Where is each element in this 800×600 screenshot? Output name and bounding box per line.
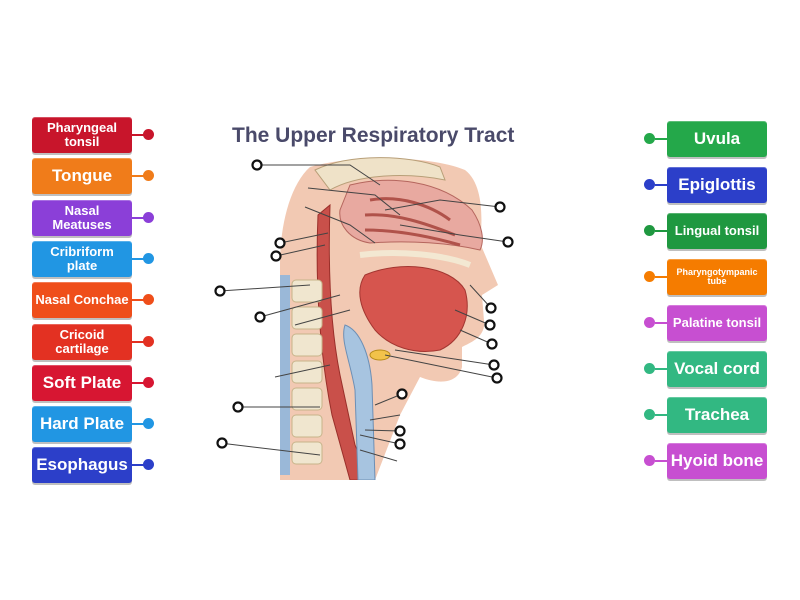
label-connector xyxy=(655,230,667,232)
label-drag-handle[interactable] xyxy=(644,271,655,282)
label-drag-handle[interactable] xyxy=(143,129,154,140)
diagram-title: The Upper Respiratory Tract xyxy=(232,124,515,147)
answer-pins xyxy=(214,159,514,450)
tongue-shape xyxy=(359,266,468,352)
answer-pin[interactable] xyxy=(394,438,406,450)
label-drag-handle[interactable] xyxy=(143,253,154,264)
label-esophagus[interactable]: Esophagus xyxy=(32,447,132,483)
answer-pin[interactable] xyxy=(251,159,263,171)
label-pharyngeal-tonsil[interactable]: Pharyngeal tonsil xyxy=(32,117,132,153)
label-connector xyxy=(655,138,667,140)
label-connector xyxy=(132,175,144,177)
label-drag-handle[interactable] xyxy=(143,377,154,388)
label-uvula[interactable]: Uvula xyxy=(667,121,767,157)
label-trachea[interactable]: Trachea xyxy=(667,397,767,433)
label-soft-plate[interactable]: Soft Plate xyxy=(32,365,132,401)
answer-pin[interactable] xyxy=(396,388,408,400)
answer-pin[interactable] xyxy=(270,250,282,262)
label-cribriform-plate[interactable]: Cribriform plate xyxy=(32,241,132,277)
hard-palate xyxy=(359,250,472,268)
label-hard-plate[interactable]: Hard Plate xyxy=(32,406,132,442)
label-drag-handle[interactable] xyxy=(644,409,655,420)
label-hyoid-bone[interactable]: Hyoid bone xyxy=(667,443,767,479)
label-tongue[interactable]: Tongue xyxy=(32,158,132,194)
answer-pin[interactable] xyxy=(491,372,503,384)
label-connector xyxy=(132,464,144,466)
label-drag-handle[interactable] xyxy=(143,336,154,347)
label-vocal-cord[interactable]: Vocal cord xyxy=(667,351,767,387)
hyoid-bone xyxy=(369,349,391,361)
answer-pin[interactable] xyxy=(486,338,498,350)
answer-pin[interactable] xyxy=(485,302,497,314)
answer-pin[interactable] xyxy=(232,401,244,413)
answer-pin[interactable] xyxy=(494,201,506,213)
answer-pin[interactable] xyxy=(502,236,514,248)
label-connector xyxy=(132,258,144,260)
label-connector xyxy=(655,368,667,370)
label-connector xyxy=(655,322,667,324)
label-drag-handle[interactable] xyxy=(143,170,154,181)
label-epiglottis[interactable]: Epiglottis xyxy=(667,167,767,203)
label-connector xyxy=(132,382,144,384)
nasal-conchae-shape xyxy=(364,197,461,247)
label-drag-handle[interactable] xyxy=(143,459,154,470)
label-connector xyxy=(132,423,144,425)
label-drag-handle[interactable] xyxy=(143,212,154,223)
label-cricoid-cartilage[interactable]: Cricoid cartilage xyxy=(32,324,132,360)
skull-bone xyxy=(314,157,446,191)
label-drag-handle[interactable] xyxy=(644,455,655,466)
label-nasal-conchae[interactable]: Nasal Conchae xyxy=(32,282,132,318)
label-connector xyxy=(655,460,667,462)
label-connector xyxy=(655,414,667,416)
answer-pin[interactable] xyxy=(484,319,496,331)
answer-pin[interactable] xyxy=(214,285,226,297)
label-drag-handle[interactable] xyxy=(644,317,655,328)
label-pharyngotympanic-tube[interactable]: Pharyngotympanic tube xyxy=(667,259,767,295)
answer-pin[interactable] xyxy=(488,359,500,371)
label-drag-handle[interactable] xyxy=(644,179,655,190)
leader-lines xyxy=(219,164,509,462)
label-drag-handle[interactable] xyxy=(644,363,655,374)
label-drag-handle[interactable] xyxy=(644,225,655,236)
label-drag-handle[interactable] xyxy=(143,294,154,305)
label-connector xyxy=(655,276,667,278)
answer-pin[interactable] xyxy=(216,437,228,449)
answer-pin[interactable] xyxy=(394,425,406,437)
label-drag-handle[interactable] xyxy=(644,133,655,144)
pharynx xyxy=(316,203,371,480)
label-connector xyxy=(132,341,144,343)
answer-pin[interactable] xyxy=(254,311,266,323)
label-connector xyxy=(132,299,144,301)
answer-pin[interactable] xyxy=(274,237,286,249)
label-connector xyxy=(132,134,144,136)
label-nasal-meatuses[interactable]: Nasal Meatuses xyxy=(32,200,132,236)
label-connector xyxy=(132,217,144,219)
label-palatine-tonsil[interactable]: Palatine tonsil xyxy=(667,305,767,341)
label-drag-handle[interactable] xyxy=(143,418,154,429)
label-connector xyxy=(655,184,667,186)
trachea xyxy=(343,324,376,480)
label-lingual-tonsil[interactable]: Lingual tonsil xyxy=(667,213,767,249)
upper-respiratory-tract-illustration xyxy=(214,157,514,480)
